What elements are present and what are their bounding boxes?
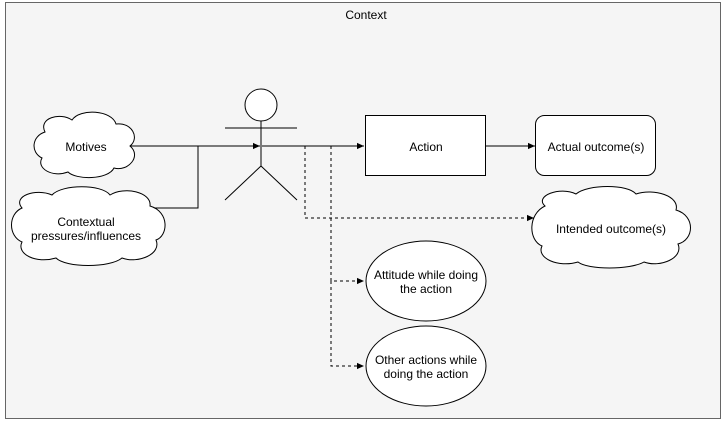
- contextual-label-line1: Contextual: [57, 215, 114, 229]
- actual-outcome-label: Actual outcome(s): [548, 140, 645, 154]
- attitude-label-line1: Attitude while doing: [374, 268, 478, 282]
- attitude-label-line2: the action: [400, 282, 452, 296]
- actor-figure: [224, 88, 298, 201]
- edge-actor-intended-outcome: [304, 146, 534, 222]
- contextual-label-line2: pressures/influences: [31, 229, 141, 243]
- other-actions-ellipse: Other actions while doing the action: [365, 325, 487, 407]
- motives-cloud: Motives: [33, 111, 136, 178]
- intended-outcome-label: Intended outcome(s): [556, 222, 666, 236]
- intended-outcome-cloud: Intended outcome(s): [531, 186, 691, 269]
- motives-label: Motives: [65, 140, 106, 154]
- attitude-ellipse: Attitude while doing the action: [365, 240, 487, 322]
- edge-actor-other-actions: [330, 281, 364, 370]
- other-actions-label-line2: doing the action: [384, 367, 469, 381]
- action-box: Action: [365, 115, 486, 176]
- actual-outcome-box: Actual outcome(s): [535, 115, 656, 176]
- context-label: Context: [345, 8, 387, 22]
- edge-contextual-actor: [150, 146, 199, 209]
- contextual-pressures-cloud: Contextual pressures/influences: [11, 186, 166, 266]
- action-label: Action: [409, 140, 442, 154]
- other-actions-label-line1: Other actions while: [375, 353, 477, 367]
